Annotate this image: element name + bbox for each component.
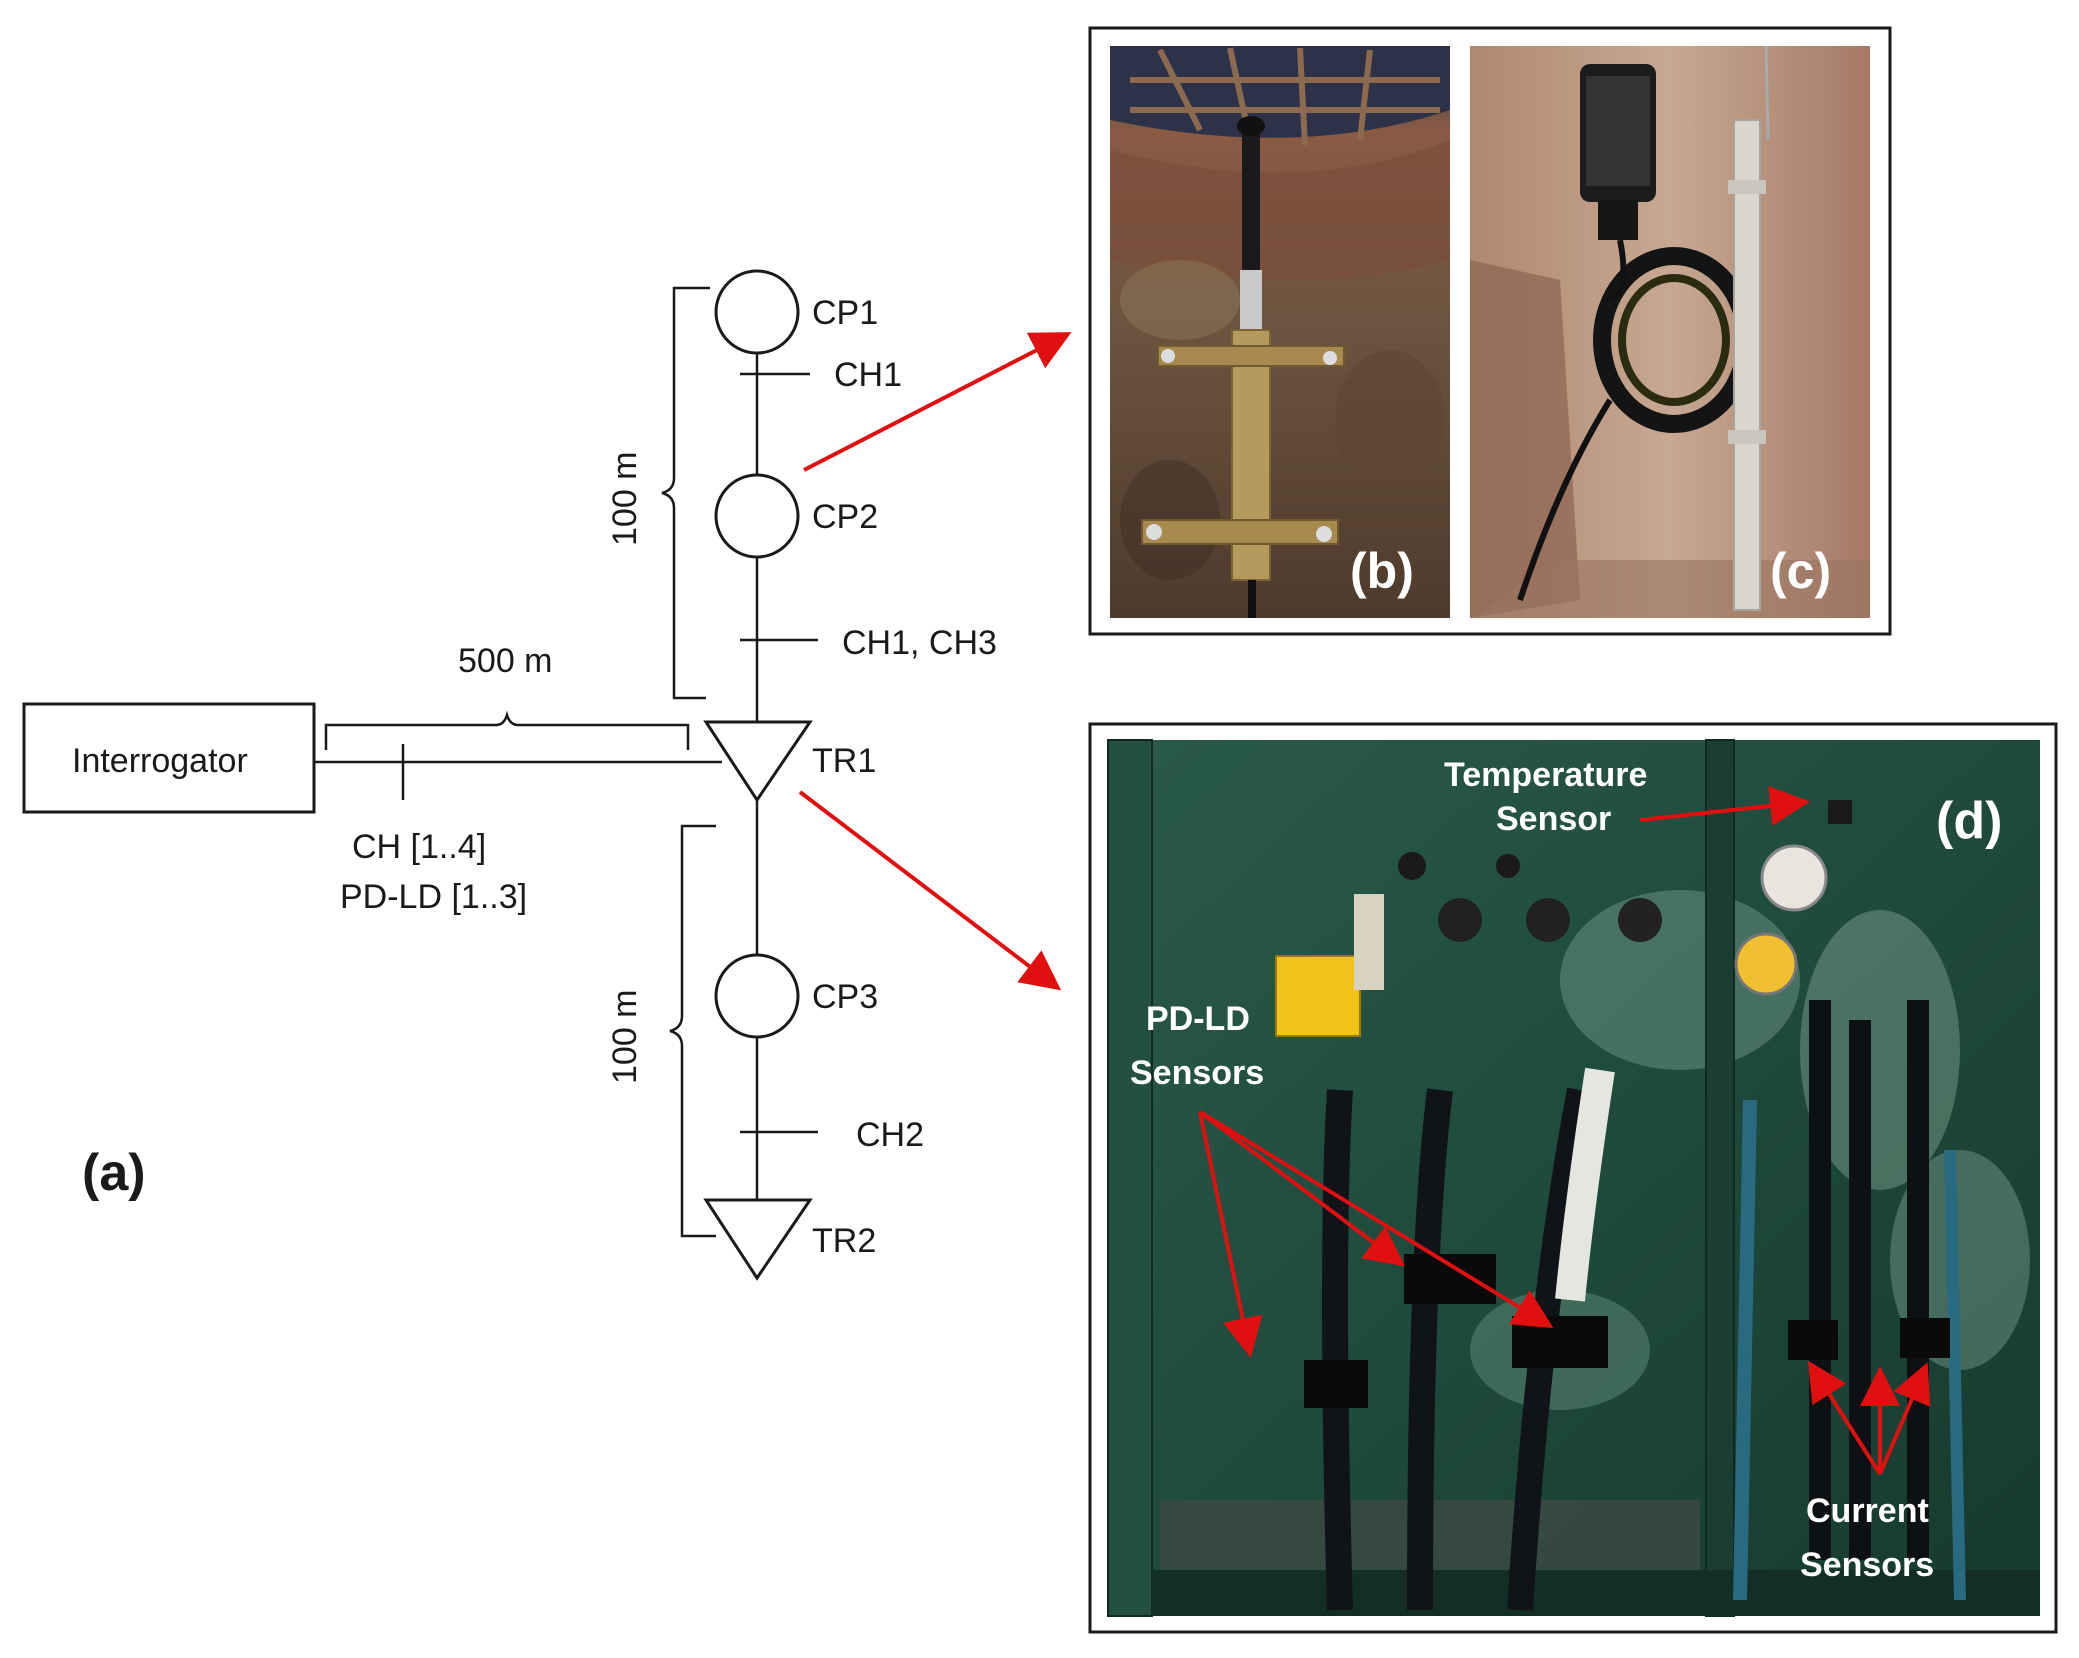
trunk-brace: [324, 710, 690, 750]
upper-length-label: 100 m: [606, 452, 644, 547]
trunk-channels-label: CH [1..4]: [352, 828, 486, 866]
arrow-pdld-3: [1198, 1110, 1554, 1329]
cp1-node: [714, 269, 800, 355]
current-sensors-label-2: Sensors: [1800, 1546, 1934, 1584]
arrow-temperature-sensor: [1639, 785, 1810, 826]
temperature-sensor-label-2: Sensor: [1496, 800, 1611, 838]
lower-length-label: 100 m: [606, 990, 644, 1085]
interrogator-box: [22, 702, 316, 814]
arrow-current-3: [1878, 1362, 1931, 1475]
arrow-tr1-to-d: [798, 790, 1062, 991]
cp1-label: CP1: [812, 294, 878, 332]
arrow-current-1: [1807, 1360, 1882, 1476]
lower-brace: [669, 824, 716, 1238]
tr1-label: TR1: [812, 742, 876, 780]
upper-brace: [661, 286, 710, 700]
panel-d-label: (d): [1936, 792, 2002, 850]
cp2-label: CP2: [812, 498, 878, 536]
arrow-pdld-2: [1198, 1110, 1406, 1267]
trunk-sensors-label: PD-LD [1..3]: [340, 878, 527, 916]
pdld-sensors-label-2: Sensors: [1130, 1054, 1264, 1092]
tr2-label: TR2: [812, 1222, 876, 1260]
panel-c-label: (c): [1770, 543, 1831, 599]
ch1-ch3-label: CH1, CH3: [842, 624, 997, 662]
arrow-pdld-1: [1198, 1111, 1263, 1358]
ch2-label: CH2: [856, 1116, 924, 1154]
panel-b-label: (b): [1350, 543, 1414, 599]
tr2-transformer: [703, 1198, 813, 1281]
photo-c: [1470, 45, 1870, 618]
cp2-node: [714, 473, 800, 559]
photo-b: [1110, 46, 1450, 618]
interrogator-label: Interrogator: [72, 742, 248, 780]
current-sensors-label-1: Current: [1806, 1492, 1929, 1530]
photo-d-cabinet: [1107, 739, 2040, 1617]
ch1-upper-label: CH1: [834, 356, 902, 394]
trunk-length-label: 500 m: [458, 642, 553, 680]
arrow-cp2-to-b: [803, 332, 1072, 472]
cp3-node: [714, 953, 800, 1039]
tr1-transformer: [703, 720, 813, 803]
cp3-label: CP3: [812, 978, 878, 1016]
pdld-sensors-label-1: PD-LD: [1146, 1000, 1250, 1038]
panel-a-label: (a): [82, 1144, 146, 1202]
panel-a-schematic: Interrogator 500 m CH [1..4] PD-LD [1..3…: [22, 269, 1072, 1281]
temperature-sensor-label-1: Temperature: [1444, 756, 1647, 794]
